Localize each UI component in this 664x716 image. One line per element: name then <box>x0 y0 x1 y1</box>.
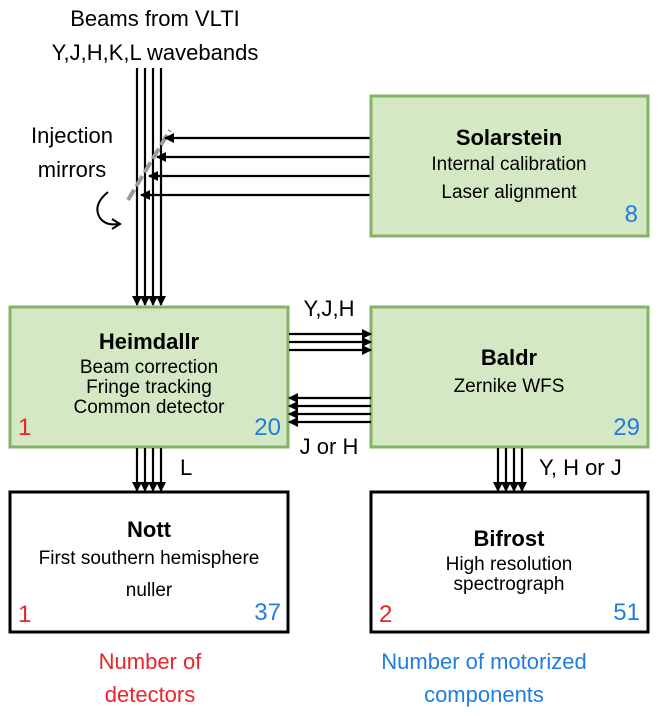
heimdallr-line3: Common detector <box>73 397 225 418</box>
bifrost-box: Bifrost High resolution spectrograph 2 5… <box>369 490 650 634</box>
baldr-motorized-count: 29 <box>613 414 640 441</box>
solarstein-title: Solarstein <box>456 125 562 150</box>
heimdallr-motorized-count: 20 <box>254 414 281 441</box>
bifrost-line2: spectrograph <box>454 574 565 595</box>
bifrost-title: Bifrost <box>474 526 546 551</box>
vlti-beams <box>132 68 166 306</box>
legend-motorized-line2: components <box>424 682 544 707</box>
legend-motorized-line1: Number of motorized <box>381 649 586 674</box>
nott-line1: First southern hemisphere <box>39 548 260 569</box>
baldr-box: Baldr Zernike WFS 29 <box>369 305 650 449</box>
label-to-nott: L <box>180 455 192 480</box>
legend-detectors-line2: detectors <box>105 682 196 707</box>
injection-mirror <box>126 128 172 202</box>
header-line2: Y,J,H,K,L wavebands <box>52 40 259 65</box>
baldr-line1: Zernike WFS <box>454 376 565 397</box>
solarstein-line2: Laser alignment <box>441 182 577 203</box>
nott-motorized-count: 37 <box>254 599 281 626</box>
beams-to-nott <box>132 448 166 492</box>
label-to-bifrost: Y, H or J <box>539 455 622 480</box>
beams-from-baldr <box>288 393 371 427</box>
nott-line2: nuller <box>126 580 173 601</box>
injection-label-line2: mirrors <box>38 157 106 182</box>
nott-box: Nott First southern hemisphere nuller 1 … <box>8 490 290 634</box>
solarstein-line1: Internal calibration <box>431 154 586 175</box>
solarstein-beams <box>140 133 371 200</box>
label-from-baldr: J or H <box>300 434 359 459</box>
rotation-arrow-icon <box>96 191 122 230</box>
bifrost-line1: High resolution <box>446 554 573 575</box>
beams-to-baldr <box>289 329 372 355</box>
bifrost-detector-count: 2 <box>379 601 392 628</box>
baldr-title: Baldr <box>481 345 538 370</box>
heimdallr-line1: Beam correction <box>80 357 218 378</box>
heimdallr-detector-count: 1 <box>18 414 31 441</box>
header-line1: Beams from VLTI <box>70 6 240 31</box>
heimdallr-box: Heimdallr Beam correction Fringe trackin… <box>8 305 290 449</box>
beams-to-bifrost <box>493 448 527 492</box>
legend-detectors-line1: Number of <box>99 649 203 674</box>
injection-label-line1: Injection <box>31 123 113 148</box>
solarstein-motorized-count: 8 <box>625 201 638 228</box>
nott-detector-count: 1 <box>18 601 31 628</box>
solarstein-box: Solarstein Internal calibration Laser al… <box>369 94 650 238</box>
heimdallr-title: Heimdallr <box>99 329 200 354</box>
label-to-baldr: Y,J,H <box>304 296 355 321</box>
bifrost-motorized-count: 51 <box>613 599 640 626</box>
nott-title: Nott <box>127 517 172 542</box>
heimdallr-line2: Fringe tracking <box>86 377 212 398</box>
